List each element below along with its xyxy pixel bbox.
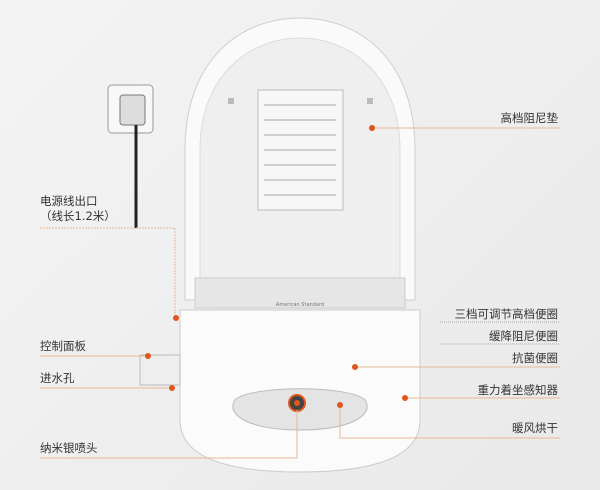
control-panel[interactable] [139,354,181,386]
power-plug-icon [107,84,154,228]
callout-damping-pad: 高档阻尼垫 [500,111,559,125]
callout-cord-length: （线长1.2米） [40,209,116,223]
callout-seat-sensor: 重力着坐感知器 [477,383,559,397]
callout-control-panel: 控制面板 [40,339,86,353]
callout-dots [145,125,408,408]
callout-slow-close-seat: 缓降阻尼便圈 [489,329,558,343]
callout-warm-air-dryer: 暖风烘干 [512,421,558,435]
brand-mark: American Standard [276,302,324,308]
callout-water-inlet: 进水孔 [40,371,75,385]
callout-nozzle: 纳米银喷头 [40,441,98,455]
toilet-seat-body: American Standard [139,277,421,473]
callout-lines [40,127,560,459]
callout-adjustable-seat: 三档可调节高档便圈 [454,307,559,321]
callout-antibacterial-seat: 抗菌便圈 [512,351,558,365]
callout-power-outlet: 电源线出口 [40,194,98,208]
toilet-seat-lid [184,17,416,301]
